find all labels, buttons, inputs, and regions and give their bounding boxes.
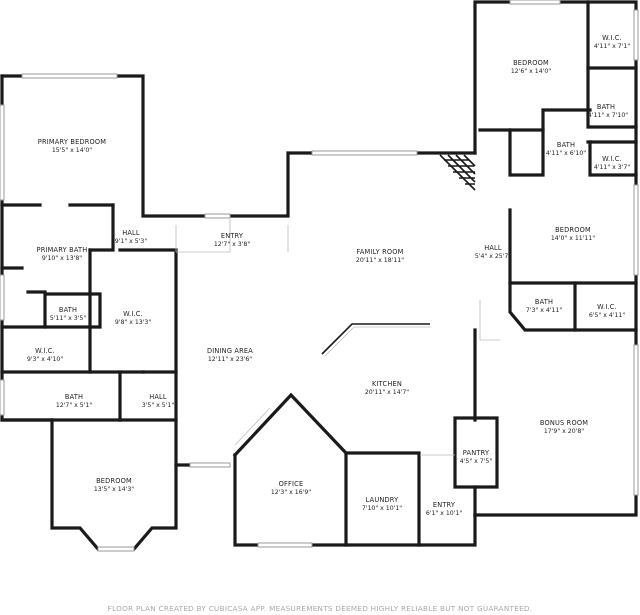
dim-entry-bottom: 6'1" x 10'1" (426, 510, 463, 517)
dim-wic-left: 9'8" x 13'3" (115, 319, 152, 326)
dim-hall-small: 3'5" x 5'1" (142, 402, 175, 409)
label-bath-left-lower: BATH (65, 393, 83, 401)
dim-bath-top-right: 4'11" x 7'10" (588, 112, 628, 119)
details (175, 154, 500, 456)
label-bath-top-right: BATH (597, 103, 615, 111)
dim-bath-small: 5'11" x 3'5" (50, 315, 87, 322)
label-wic-left: W.I.C. (123, 310, 143, 318)
label-wic-mid-right: W.I.C. (602, 155, 622, 163)
dim-wic-top-right: 4'11" x 7'1" (594, 43, 631, 50)
dim-wic-left-lower: 9'3" x 4'10" (27, 356, 64, 363)
label-family-room: FAMILY ROOM (356, 248, 403, 256)
dim-primary-bedroom: 15'5" x 14'0" (52, 147, 92, 154)
label-office: OFFICE (279, 480, 304, 488)
dim-bedroom-right: 14'0" x 11'11" (551, 235, 595, 242)
dim-wic-mid-right: 4'11" x 3'7" (594, 164, 631, 171)
dim-entry-top: 12'7" x 3'8" (214, 241, 251, 248)
dim-wic-right-lower: 6'5" x 4'11" (589, 312, 626, 319)
label-hall-small: HALL (149, 393, 167, 401)
room-labels: PRIMARY BEDROOM 15'5" x 14'0" PRIMARY BA… (27, 34, 631, 517)
dim-primary-bath: 9'10" x 13'8" (42, 255, 82, 262)
label-bath-right-lower: BATH (535, 298, 553, 306)
label-laundry: LAUNDRY (366, 496, 400, 504)
label-dining-area: DINING AREA (207, 347, 253, 355)
label-wic-right-lower: W.I.C. (597, 303, 617, 311)
dim-bath-left-lower: 12'7" x 5'1" (56, 402, 93, 409)
dim-office: 12'3" x 16'9" (271, 489, 311, 496)
dim-bath-right-lower: 7'3" x 4'11" (526, 307, 563, 314)
dim-family-room: 20'11" x 18'11" (356, 257, 404, 264)
label-bath-mid-right: BATH (557, 141, 575, 149)
windows (0, 0, 639, 552)
dim-bonus-room: 17'9" x 20'8" (544, 428, 584, 435)
footer-credit: FLOOR PLAN CREATED BY CUBICASA APP. MEAS… (107, 604, 533, 613)
dim-bedroom-bay: 13'5" x 14'3" (94, 486, 134, 493)
label-wic-left-lower: W.I.C. (35, 347, 55, 355)
label-hall-left: HALL (122, 229, 140, 237)
label-hall-right: HALL (484, 244, 502, 252)
label-entry-top: ENTRY (221, 232, 244, 240)
dim-pantry: 4'5" x 7'5" (460, 458, 493, 465)
label-pantry: PANTRY (463, 449, 490, 457)
label-entry-bottom: ENTRY (433, 501, 456, 509)
label-wic-top-right: W.I.C. (602, 34, 622, 42)
label-kitchen: KITCHEN (372, 380, 402, 388)
dim-bedroom-top-right: 12'6" x 14'0" (511, 68, 551, 75)
label-bonus-room: BONUS ROOM (540, 419, 588, 427)
label-bedroom-bay: BEDROOM (96, 477, 132, 485)
dim-bath-mid-right: 4'11" x 6'10" (546, 150, 586, 157)
dim-kitchen: 20'11" x 14'7" (365, 389, 409, 396)
label-bath-small: BATH (59, 306, 77, 314)
label-bedroom-right: BEDROOM (555, 226, 591, 234)
dim-dining-area: 12'11" x 23'6" (208, 356, 252, 363)
dim-hall-right: 5'4" x 25'7" (475, 253, 512, 260)
dim-laundry: 7'10" x 10'1" (362, 505, 402, 512)
label-primary-bath: PRIMARY BATH (37, 246, 88, 254)
label-bedroom-top-right: BEDROOM (513, 59, 549, 67)
label-primary-bedroom: PRIMARY BEDROOM (38, 138, 107, 146)
dim-hall-left: 9'1" x 5'3" (115, 238, 148, 245)
walls (0, 0, 638, 551)
